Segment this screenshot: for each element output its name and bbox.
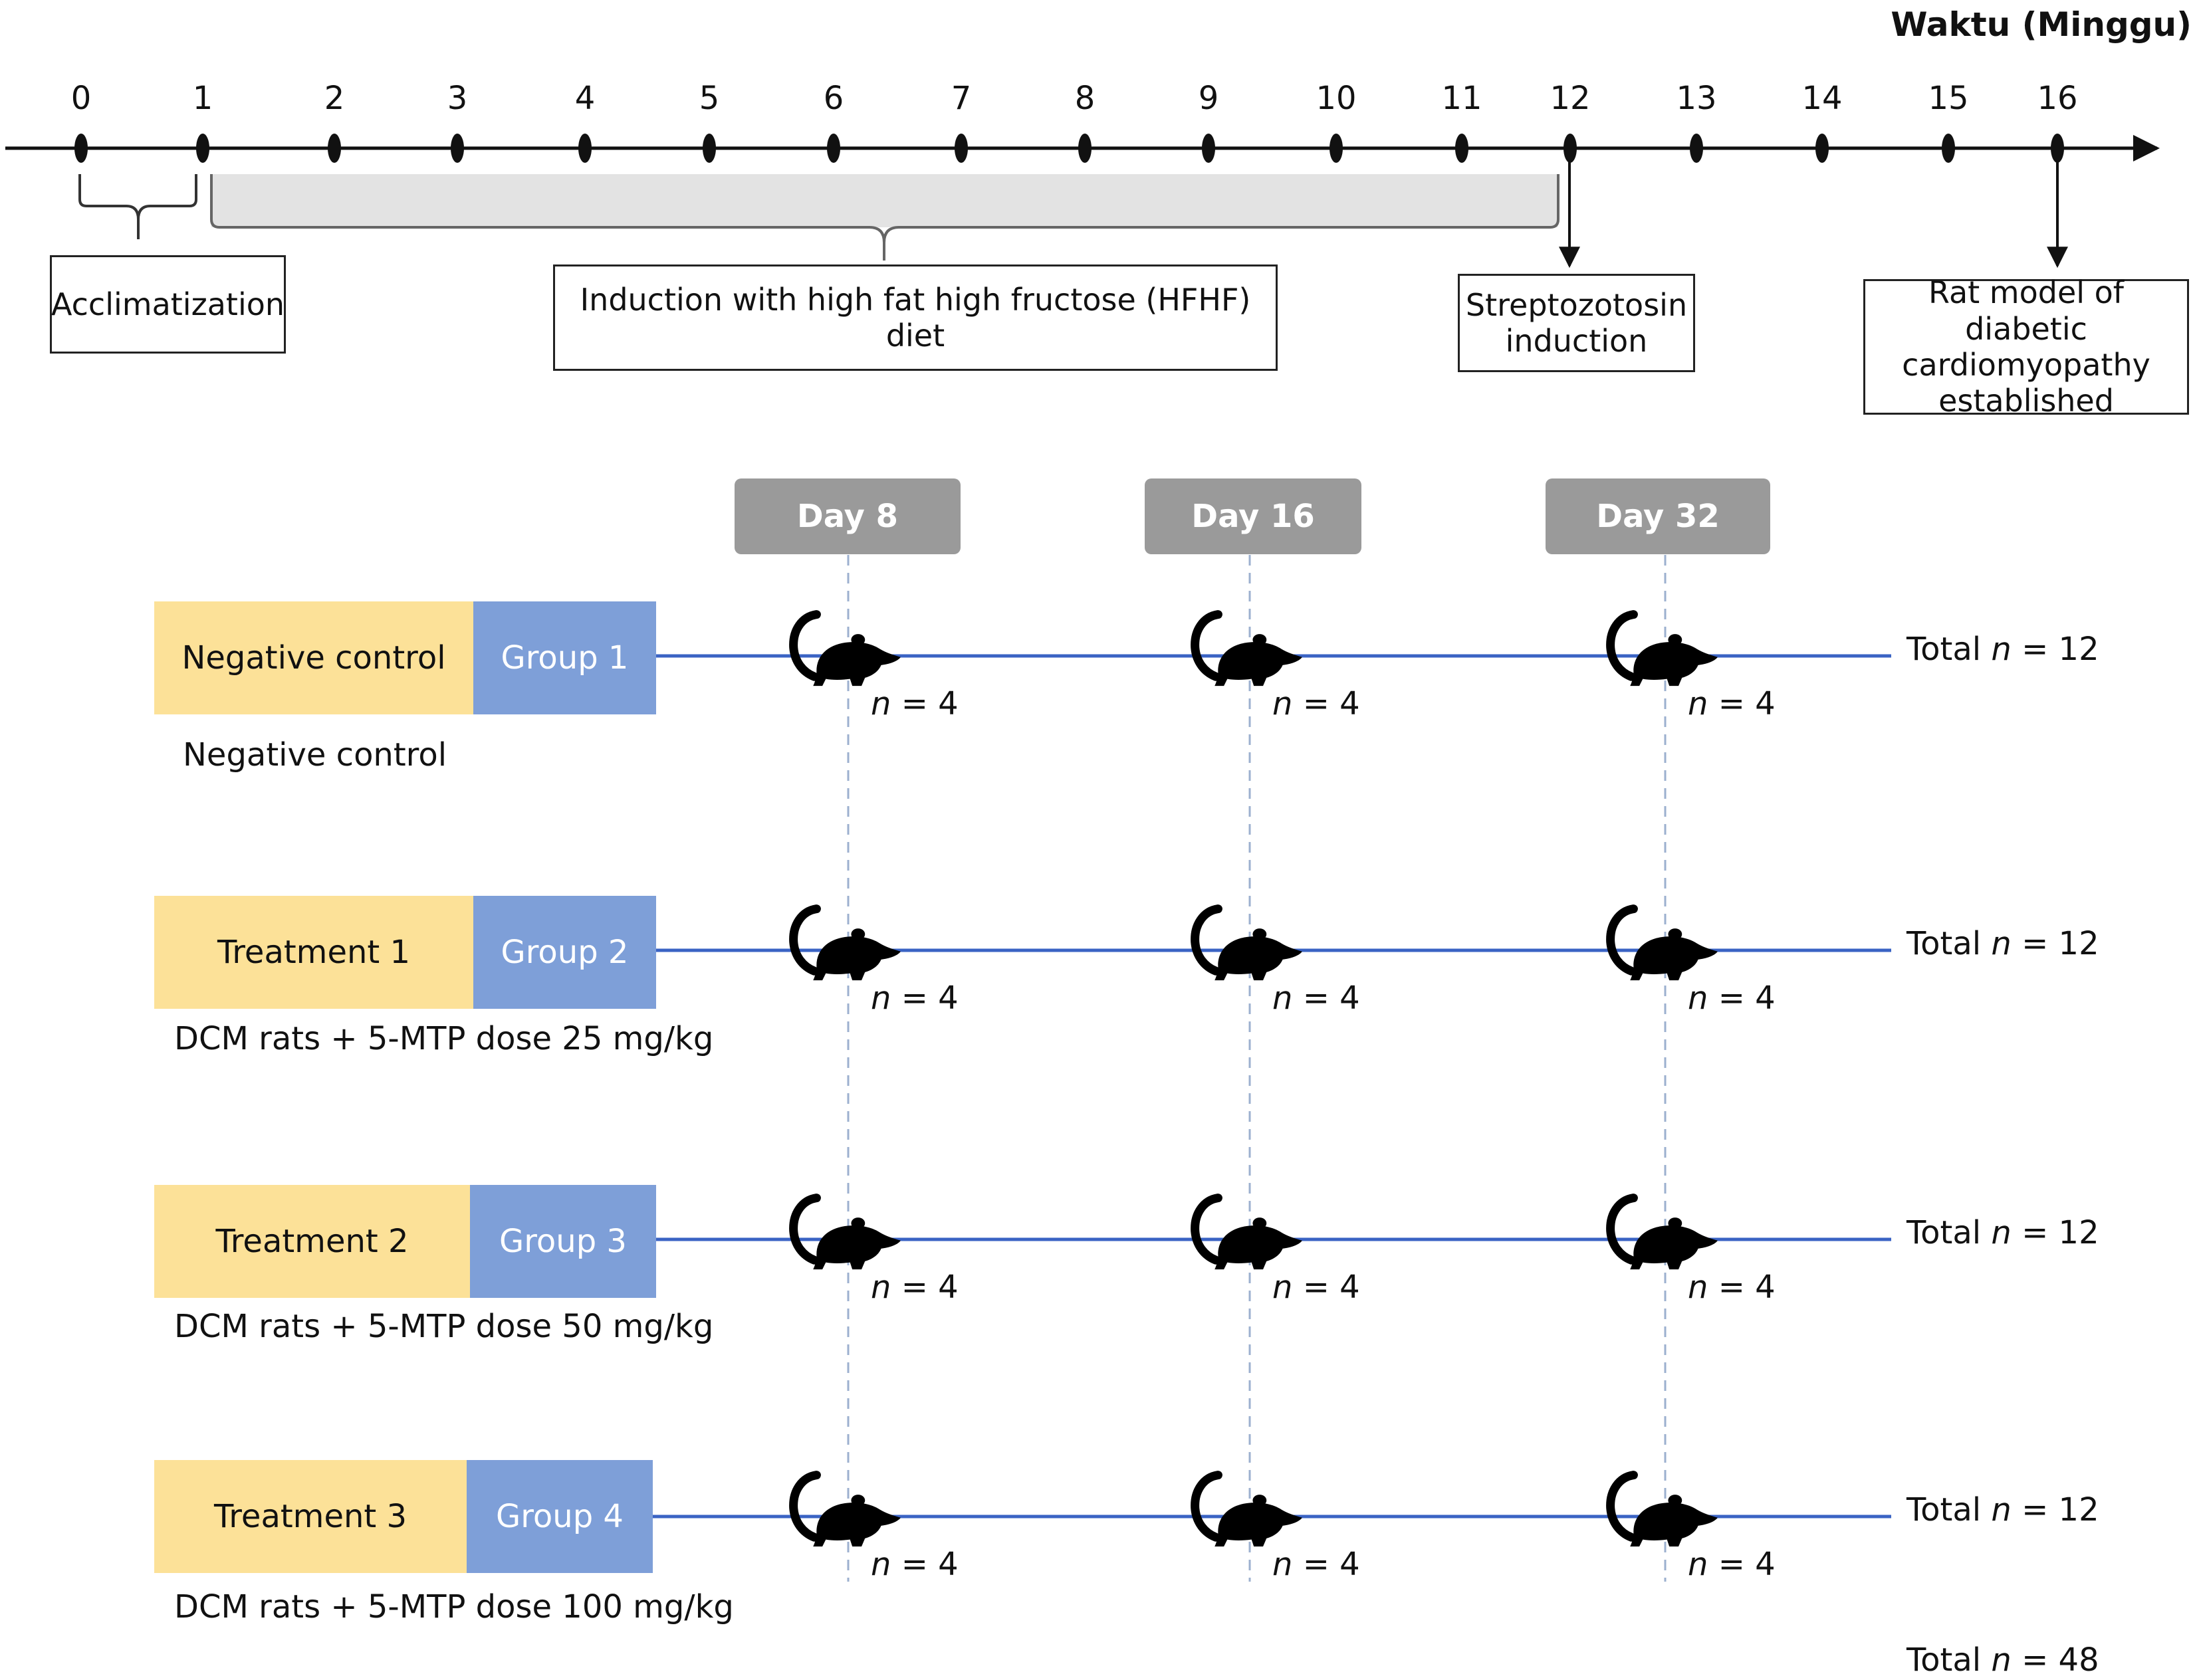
sample-size-label: n = 4 (1272, 685, 1360, 722)
sample-size-label: n = 4 (1688, 980, 1776, 1017)
group-label-box: Group 4 (467, 1460, 653, 1573)
model-label-line1: Rat model of diabetic (1928, 274, 2124, 347)
week-label: 0 (70, 80, 92, 117)
stz-box: Streptozotosin induction (1458, 274, 1695, 372)
week-label: 5 (699, 80, 720, 117)
week-tick (1202, 134, 1215, 163)
group-label-box: Group 3 (470, 1185, 656, 1298)
week-label: 10 (1316, 80, 1357, 117)
rat-icon (794, 1198, 901, 1269)
group-description: DCM rats + 5-MTP dose 50 mg/kg (174, 1308, 714, 1345)
group-description: DCM rats + 5-MTP dose 100 mg/kg (174, 1588, 734, 1626)
treatment-label-box: Negative control (154, 601, 473, 714)
week-tick (955, 134, 968, 163)
sample-size-label: n = 4 (871, 980, 959, 1017)
model-label-line2: cardiomyopathy (1902, 347, 2150, 383)
rat-icon (794, 1475, 901, 1546)
week-tick (196, 134, 209, 163)
rat-icon (794, 909, 901, 980)
week-label: 16 (2037, 80, 2078, 117)
week-label: 9 (1198, 80, 1219, 117)
acclimatization-box: Acclimatization (50, 255, 286, 354)
group-total-label: Total n = 12 (1907, 1491, 2099, 1528)
week-tick (1815, 134, 1829, 163)
week-tick (451, 134, 464, 163)
sample-size-label: n = 4 (1272, 1546, 1360, 1583)
week-tick (703, 134, 716, 163)
day8-badge: Day 8 (735, 478, 961, 554)
week-tick (1942, 134, 1955, 163)
week-label: 8 (1074, 80, 1096, 117)
acclimatization-label: Acclimatization (51, 286, 285, 322)
week-label: 12 (1550, 80, 1591, 117)
week-label: 6 (823, 80, 844, 117)
rat-icon (1195, 1475, 1302, 1546)
week-tick (328, 134, 341, 163)
treatment-label-box: Treatment 3 (154, 1460, 467, 1573)
group-total-label: Total n = 12 (1907, 925, 2099, 962)
model-established-box: Rat model of diabetic cardiomyopathy est… (1863, 274, 2189, 419)
rat-icon (1611, 909, 1718, 980)
rat-icon (1611, 615, 1718, 686)
group-description: Negative control (183, 736, 447, 774)
acclimatization-brace (78, 174, 197, 220)
week-label: 13 (1676, 80, 1717, 117)
week-tick (1078, 134, 1092, 163)
rat-icon (1195, 615, 1302, 686)
week-ticks (74, 134, 2064, 163)
group-label-box: Group 2 (473, 896, 656, 1009)
week-label: 2 (324, 80, 345, 117)
day16-badge: Day 16 (1145, 478, 1361, 554)
week-label: 7 (951, 80, 972, 117)
model-label-line3: established (1938, 383, 2114, 419)
week-label: 1 (192, 80, 213, 117)
group-total-label: Total n = 12 (1907, 1214, 2099, 1251)
sample-size-label: n = 4 (1272, 980, 1360, 1017)
week-label: 3 (447, 80, 468, 117)
sample-size-label: n = 4 (871, 685, 959, 722)
hfhf-label: Induction with high fat high fructose (H… (580, 281, 1251, 354)
week-tick (578, 134, 592, 163)
rat-icon (1611, 1198, 1718, 1269)
day32-badge: Day 32 (1546, 478, 1770, 554)
week-tick (1330, 134, 1343, 163)
week-tick (1690, 134, 1703, 163)
group-total-label: Total n = 12 (1907, 631, 2099, 668)
week-label: 4 (574, 80, 596, 117)
group-description: DCM rats + 5-MTP dose 25 mg/kg (174, 1020, 714, 1057)
rat-icon (1195, 909, 1302, 980)
treatment-label-box: Treatment 2 (154, 1185, 470, 1298)
sample-size-label: n = 4 (1272, 1269, 1360, 1306)
week-tick (1455, 134, 1468, 163)
rat-icon (1611, 1475, 1718, 1546)
stz-label-line2: induction (1505, 323, 1648, 359)
sample-size-label: n = 4 (1688, 1546, 1776, 1583)
stz-label-line1: Streptozotosin (1465, 286, 1688, 323)
week-tick (2051, 134, 2064, 163)
hfhf-period-band (211, 174, 1558, 227)
axis-title: Waktu (Minggu) (1891, 5, 2192, 44)
rat-icon (1195, 1198, 1302, 1269)
week-tick (74, 134, 88, 163)
rat-icon (794, 615, 901, 686)
week-label: 15 (1928, 80, 1969, 117)
treatment-label-box: Treatment 1 (154, 896, 473, 1009)
sample-size-label: n = 4 (1688, 685, 1776, 722)
hfhf-box: Induction with high fat high fructose (H… (553, 264, 1278, 371)
week-label: 11 (1441, 80, 1482, 117)
sample-size-label: n = 4 (871, 1269, 959, 1306)
group-label-box: Group 1 (473, 601, 656, 714)
week-tick (1563, 134, 1577, 163)
rat-icons (794, 615, 1718, 1546)
week-label: 14 (1801, 80, 1843, 117)
sample-size-label: n = 4 (871, 1546, 959, 1583)
sample-size-label: n = 4 (1688, 1269, 1776, 1306)
grand-total: Total n = 48 (1907, 1641, 2099, 1679)
week-tick (827, 134, 840, 163)
